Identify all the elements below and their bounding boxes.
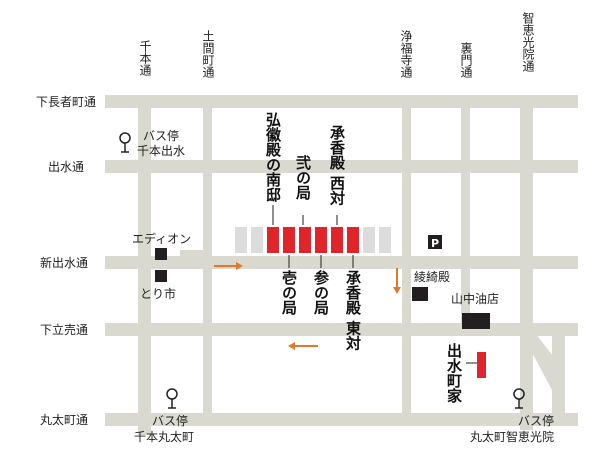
building-gray <box>235 227 247 253</box>
bus-stop-label: バス停 <box>143 128 179 143</box>
street-label-uramon: 裏門通 <box>459 41 473 78</box>
landmark-marker <box>155 248 167 260</box>
road-senbon <box>138 95 151 435</box>
featured-marker <box>477 352 486 378</box>
landmark-marker <box>462 313 490 329</box>
parking: P <box>428 235 442 250</box>
parking-label: P <box>431 237 439 250</box>
landmark-label: とり市 <box>140 286 176 301</box>
building-gray <box>251 227 263 253</box>
landmark-label: 山中油店 <box>451 291 499 306</box>
parking-icon <box>428 235 442 249</box>
arrow-west-head <box>288 342 295 350</box>
road-right-segment <box>552 330 565 420</box>
bus-stop-icon <box>119 132 131 144</box>
leader-lines <box>272 205 354 268</box>
building-label-kokiden: 弘徽殿の南邸 <box>264 112 282 203</box>
building-labels-south: 壱の局 参の局 承香殿 東対 <box>280 269 362 351</box>
road-shindemizu <box>105 256 578 269</box>
road-uramon <box>461 95 470 330</box>
road-connector <box>180 250 210 258</box>
building-label-ni-no-tsubone: 弐の局 <box>294 154 312 201</box>
horizontal-street-labels: 下長者町通 出水通 新出水通 下立売通 丸太町通 <box>36 95 96 427</box>
bus-stop-senbon-demizu: バス停 千本出水 <box>119 128 185 158</box>
street-label-shimodachiuri: 下立売通 <box>40 322 88 337</box>
bus-stop-label: バス停 <box>152 413 188 428</box>
bus-stop-marutamachi-chiekoin: バス停 丸太町智恵光院 <box>470 388 554 444</box>
building-gray <box>379 227 391 253</box>
direction-arrows <box>214 262 401 350</box>
landmark-yamanaka-oil: 山中油店 <box>451 291 499 329</box>
landmark-ryokiden: 綾綺殿 <box>412 269 450 301</box>
building-red <box>331 227 343 253</box>
featured-label: 出水町家 <box>445 342 463 404</box>
featured-machiya: 出水町家 <box>445 342 486 404</box>
road-shimochojamachi <box>105 95 578 108</box>
street-label-chiekoin: 智恵光院通 <box>521 11 535 72</box>
street-label-senbon: 千本通 <box>138 40 152 76</box>
street-label-jofukuji: 浄福寺通 <box>399 30 413 78</box>
building-red <box>299 227 311 253</box>
street-label-domachi: 土間町通 <box>201 30 215 78</box>
street-label-demizu: 出水通 <box>48 160 84 174</box>
bus-stop-sub-label: 千本丸太町 <box>134 429 194 444</box>
road-shimodachiuri <box>105 323 578 336</box>
bus-stop-icon <box>166 388 178 400</box>
street-label-shimochojamachi: 下長者町通 <box>36 95 96 109</box>
bus-stop-sub-label: 千本出水 <box>137 144 185 158</box>
building-label-shokyoden-higashi: 承香殿 東対 <box>344 270 362 351</box>
street-label-marutamachi: 丸太町通 <box>40 412 88 427</box>
landmark-label: 綾綺殿 <box>414 269 450 284</box>
street-label-shindemizu: 新出水通 <box>40 255 88 270</box>
building-labels-north: 弘徽殿の南邸 弐の局 承香殿 西対 <box>264 112 346 206</box>
arrow-south-head <box>393 287 401 294</box>
building-label-san-no-tsubone: 参の局 <box>312 269 330 316</box>
building-red <box>267 227 279 253</box>
building-label-ichi-no-tsubone: 壱の局 <box>280 269 298 316</box>
building-red <box>347 227 359 253</box>
landmark-edion: エディオン <box>132 231 191 260</box>
landmark-label: エディオン <box>132 231 191 246</box>
bus-stop-sub-label: 丸太町智恵光院 <box>470 429 554 444</box>
bus-stop-senbon-marutamachi: バス停 千本丸太町 <box>134 388 194 444</box>
road-chiekoin <box>520 95 533 430</box>
building-gray <box>363 227 375 253</box>
arrow-east-head <box>236 262 243 270</box>
landmark-marker <box>155 270 167 282</box>
road-demizu <box>105 160 578 173</box>
vertical-street-labels: 千本通 土間町通 浄福寺通 裏門通 智恵光院通 <box>138 11 535 78</box>
landmark-marker <box>412 287 428 301</box>
road-jofukuji <box>402 95 411 420</box>
building-red <box>315 227 327 253</box>
landmark-torichi: とり市 <box>140 270 176 301</box>
building-label-shokyoden-nishi: 承香殿 西対 <box>328 125 346 206</box>
building-row <box>235 227 391 253</box>
building-red <box>283 227 295 253</box>
bus-stop-label: バス停 <box>518 413 554 428</box>
road-marutamachi <box>105 413 578 426</box>
